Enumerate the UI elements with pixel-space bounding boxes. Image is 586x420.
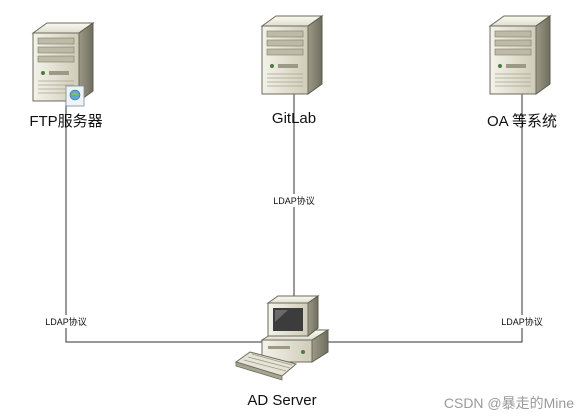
ftp-badge-icon: [65, 85, 85, 107]
edge-label-gitlab: LDAP协议: [272, 194, 316, 207]
ad-server-label: AD Server: [247, 392, 317, 409]
ftp-server-icon: [32, 22, 94, 107]
ftp-server-label: FTP服务器: [29, 113, 103, 130]
edge-oa-ad: [322, 92, 523, 343]
oa-system-label: OA 等系统: [486, 113, 558, 130]
watermark-text: CSDN @暴走的Mine: [443, 395, 574, 411]
edge-ftp-ad: [65, 100, 265, 343]
edge-label-oa: LDAP协议: [500, 315, 544, 328]
ad-workstation-icon: [234, 295, 330, 381]
gitlab-server-icon: [261, 15, 323, 95]
oa-server-icon: [489, 15, 551, 95]
edge-label-ftp: LDAP协议: [44, 315, 88, 328]
gitlab-label: GitLab: [271, 110, 317, 127]
